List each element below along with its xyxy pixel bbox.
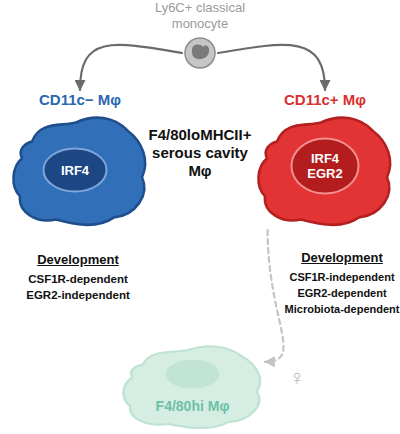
cell-body [185, 38, 215, 68]
node-text: Ly6C+ classical monocyte [140, 0, 260, 32]
arrow-connector [80, 45, 182, 90]
arrow-connector [265, 230, 283, 362]
cell-body [258, 118, 390, 225]
cell-nucleus-shape [166, 360, 220, 389]
node-text: IRF4 [53, 163, 97, 178]
female-symbol: ♀ [282, 366, 312, 390]
node-text: IRF4 EGR2 [303, 151, 347, 181]
cell-nucleus: IRF4 EGR2 [290, 137, 360, 195]
cell-nucleus: IRF4 [42, 147, 108, 193]
macrophage-shape [120, 342, 265, 432]
monocyte-shape [182, 36, 218, 70]
macrophage-cell: CD11c+ Mφ IRF4 EGR2 [255, 90, 395, 230]
population-title: F4/80loMHCII+ serous cavity Mφ [142, 126, 258, 180]
arrow-connector [218, 45, 325, 90]
property-text: EGR2-independent [18, 288, 138, 303]
node-text: CD11c− Mφ [10, 90, 150, 109]
property-text: CSF1R-independent [283, 270, 400, 285]
section-heading: Development [18, 252, 138, 268]
cell-body [124, 346, 260, 428]
node-text: F4/80hi Mφ [120, 398, 265, 415]
nucleus-outline [44, 149, 107, 192]
section-heading: Development [283, 250, 400, 266]
cell-nucleus-shape [192, 45, 209, 60]
property-text: EGR2-dependent [283, 286, 400, 301]
cell-body [13, 118, 145, 225]
macrophage-cell: CD11c− Mφ IRF4 [10, 90, 150, 230]
node-text: CD11c+ Mφ [255, 90, 395, 109]
faded-macrophage-cell: F4/80hi Mφ [120, 342, 265, 432]
monocyte-cell: Ly6C+ classical monocyte [182, 36, 218, 70]
property-text: CSF1R-dependent [18, 272, 138, 287]
property-text: Microbiota-dependent [283, 302, 400, 317]
nucleus-outline [292, 139, 359, 194]
